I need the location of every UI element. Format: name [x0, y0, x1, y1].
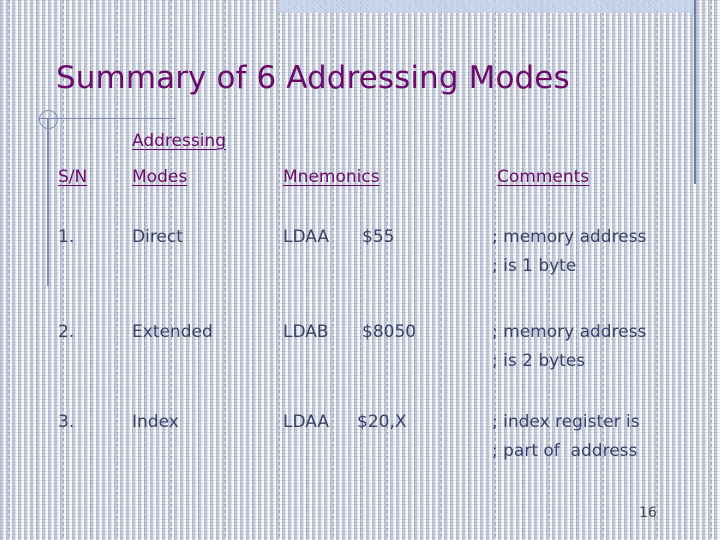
- grid-tick: [684, 0, 685, 540]
- table-row: ; is 1 byte: [492, 256, 577, 276]
- page-title: Summary of 6 Addressing Modes: [56, 60, 570, 96]
- table-row: ; part of address: [492, 441, 638, 461]
- circle-accent-icon: [39, 110, 58, 129]
- table-row: Extended: [132, 322, 213, 342]
- grid-tick: [711, 0, 712, 540]
- top-accent-band: [279, 0, 695, 13]
- page-number: 16: [639, 505, 657, 521]
- table-row: $55: [362, 227, 395, 247]
- table-row: 1.: [58, 227, 75, 247]
- column-header-comments: Comments: [497, 167, 590, 187]
- column-header-sn: S/N: [58, 167, 88, 187]
- grid-tick: [36, 0, 37, 540]
- table-row: 3.: [58, 412, 75, 432]
- table-row: LDAA: [283, 412, 329, 432]
- left-vertical-rule: [47, 118, 49, 286]
- table-row: ; index register is: [492, 412, 640, 432]
- table-row: Index: [132, 412, 179, 432]
- grid-tick: [9, 0, 10, 540]
- grid-tick: [657, 0, 658, 540]
- column-header-modes-l2: Modes: [132, 167, 188, 187]
- table-row: ; is 2 bytes: [492, 351, 586, 371]
- column-header-modes-l1: Addressing: [132, 131, 226, 151]
- table-row: $8050: [362, 322, 417, 342]
- table-row: ; memory address: [492, 227, 647, 247]
- left-horizontal-rule: [38, 118, 176, 119]
- table-row: 2.: [58, 322, 75, 342]
- table-row: Direct: [132, 227, 183, 247]
- column-header-mnemonics: Mnemonics: [283, 167, 380, 187]
- table-row: $20,X: [357, 412, 407, 432]
- table-row: ; memory address: [492, 322, 647, 342]
- table-row: LDAA: [283, 227, 329, 247]
- right-vertical-rule: [694, 0, 696, 184]
- table-row: LDAB: [283, 322, 329, 342]
